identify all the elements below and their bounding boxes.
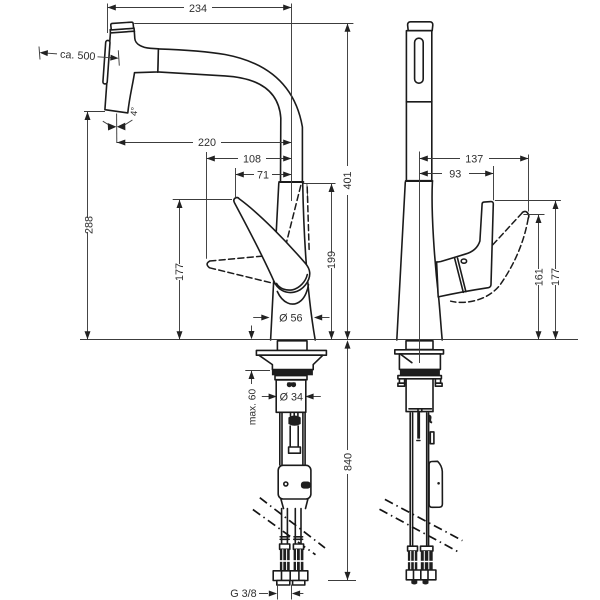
- svg-text:max. 60: max. 60: [248, 389, 259, 426]
- svg-text:177: 177: [174, 263, 186, 281]
- svg-text:161: 161: [533, 268, 545, 286]
- svg-text:840: 840: [342, 453, 354, 471]
- svg-text:4°: 4°: [129, 106, 140, 116]
- svg-text:ca. 500: ca. 500: [60, 49, 96, 63]
- svg-text:71: 71: [257, 170, 269, 182]
- svg-text:220: 220: [198, 137, 216, 149]
- svg-text:Ø 56: Ø 56: [279, 313, 302, 325]
- svg-text:108: 108: [243, 154, 261, 166]
- svg-text:199: 199: [326, 251, 338, 269]
- svg-text:401: 401: [342, 171, 354, 189]
- svg-text:288: 288: [83, 216, 95, 234]
- svg-text:Ø 34: Ø 34: [280, 392, 303, 404]
- svg-text:G 3/8: G 3/8: [230, 588, 256, 600]
- svg-text:93: 93: [449, 169, 461, 181]
- svg-text:177: 177: [550, 268, 562, 286]
- svg-text:137: 137: [465, 153, 483, 165]
- svg-text:234: 234: [189, 3, 207, 15]
